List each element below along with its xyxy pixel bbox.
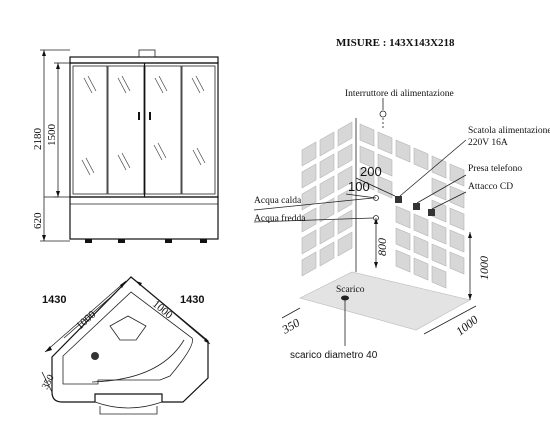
dim-height-total: 2180 <box>32 128 44 151</box>
plan-corner: 350 <box>40 373 57 391</box>
label-phone: Presa telefono <box>468 163 522 174</box>
plan-width-left: 1430 <box>42 294 66 306</box>
label-switch: Interruttore di alimentazione <box>345 89 454 99</box>
switch-icon <box>379 110 387 118</box>
label-box: Scatola alimentazione <box>468 126 550 136</box>
room-view: Interruttore di alimentazione Scatola al… <box>253 89 550 361</box>
dim-height-base: 620 <box>32 212 44 229</box>
right-wall-tiles <box>359 123 465 289</box>
plan-basin <box>62 291 193 385</box>
front-panel-1 <box>72 65 108 195</box>
label-drain-diameter: scarico diametro 40 <box>290 350 378 361</box>
dim-height-mid: 1500 <box>46 124 58 147</box>
front-foot-2 <box>118 239 125 243</box>
drain-icon <box>341 295 349 301</box>
left-wall-tiles <box>301 121 353 277</box>
plan-view: 1430 1430 1000 1000 350 <box>40 276 211 415</box>
front-base <box>69 196 219 240</box>
drawing-title: MISURE : 143X143X218 <box>336 37 455 49</box>
label-box-spec: 220V 16A <box>468 138 508 148</box>
dim-200: 200 <box>360 164 382 179</box>
front-foot-1 <box>85 239 92 243</box>
label-cd: Attacco CD <box>468 182 513 192</box>
front-top-fitting <box>138 49 156 58</box>
plan-seat <box>109 315 147 341</box>
plan-tray-outline <box>51 276 209 403</box>
dim-1000-vertical: 1000 <box>477 256 491 280</box>
dim-100: 100 <box>348 179 370 194</box>
plan-width-right: 1430 <box>180 294 204 306</box>
dim-800: 800 <box>375 238 389 256</box>
front-panel-2 <box>107 65 145 195</box>
front-foot-4 <box>200 239 207 243</box>
front-top-cap <box>69 56 219 64</box>
plan-drain-icon <box>91 352 99 360</box>
front-panel-4 <box>181 65 216 195</box>
power-box-icon <box>395 196 402 203</box>
label-cold: Acqua fredda <box>254 213 306 224</box>
front-view: 2180 1500 620 <box>32 49 219 243</box>
label-hot: Acqua calda <box>254 196 302 206</box>
plan-side-inner-right: 1000 <box>150 298 175 322</box>
plan-side-inner: 1000 <box>74 308 99 332</box>
label-drain: Scarico <box>336 285 365 295</box>
cd-socket-icon <box>428 209 435 216</box>
dim-350: 350 <box>279 315 302 337</box>
front-panel-3 <box>144 65 182 195</box>
front-foot-3 <box>165 239 172 243</box>
phone-socket-icon <box>413 203 420 210</box>
